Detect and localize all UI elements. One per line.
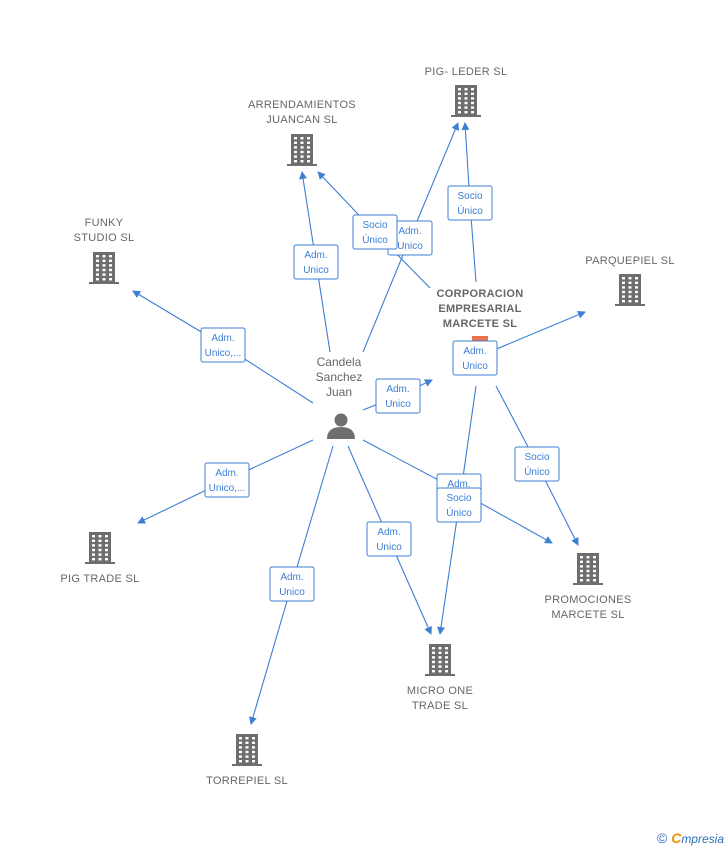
relation-box[interactable]: [514, 446, 560, 482]
relation-text: Adm.: [377, 527, 400, 538]
relation-text: Socio: [362, 220, 387, 231]
company-promociones[interactable]: PROMOCIONES MARCETE SL: [544, 553, 631, 621]
building-icon: [232, 734, 262, 766]
relation-text: Socio: [446, 493, 471, 504]
relation-box[interactable]: [352, 214, 398, 250]
relation-text: Adm.: [447, 479, 470, 490]
person-icon: [327, 413, 355, 439]
company-micro-one[interactable]: MICRO ONE TRADE SL: [407, 644, 473, 712]
relation-text: Adm.: [215, 468, 238, 479]
company-label: PIG- LEDER SL: [425, 66, 508, 78]
relation-text: Unico: [303, 265, 329, 276]
building-icon: [451, 85, 481, 117]
relation-text: Unico: [376, 542, 402, 553]
company-arrendamientos[interactable]: ARRENDAMIENTOS JUANCAN SL: [248, 99, 356, 166]
building-icon: [425, 644, 455, 676]
relation-box[interactable]: [269, 566, 315, 602]
relation-box[interactable]: [200, 327, 246, 363]
relation-box[interactable]: [436, 487, 482, 523]
footer-brand[interactable]: ©Cmpresia: [657, 830, 724, 846]
relation-text: Único: [446, 506, 472, 519]
company-label: MARCETE SL: [551, 609, 624, 621]
company-label: JUANCAN SL: [266, 114, 337, 126]
company-label: PROMOCIONES: [544, 594, 631, 606]
relation-text: Socio: [524, 452, 549, 463]
relation-box[interactable]: [293, 244, 339, 280]
company-pig-trade[interactable]: PIG TRADE SL: [60, 532, 139, 585]
company-label: MICRO ONE: [407, 685, 473, 697]
rel-corp-parquepiel-label[interactable]: Adm. Unico: [452, 340, 498, 376]
brand-initial: C: [671, 830, 682, 846]
company-parquepiel[interactable]: PARQUEPIEL SL: [585, 255, 675, 306]
rel-person-microone-label[interactable]: Adm. Unico: [366, 521, 412, 557]
rel-person-torrepiel-label[interactable]: Adm. Unico: [269, 566, 315, 602]
company-funky[interactable]: FUNKY STUDIO SL: [74, 217, 135, 284]
brand-name: mpresia: [681, 832, 724, 846]
relation-text: Unico: [462, 361, 488, 372]
copyright-icon: ©: [656, 830, 668, 846]
relation-text: Adm.: [398, 226, 421, 237]
building-icon: [287, 134, 317, 166]
rel-person-arrendamientos-label[interactable]: Adm. Unico: [293, 244, 339, 280]
relation-text: Único: [457, 204, 483, 217]
company-torrepiel[interactable]: TORREPIEL SL: [206, 734, 288, 787]
rel-person-corp-label[interactable]: Adm. Unico: [375, 378, 421, 414]
company-label: PARQUEPIEL SL: [585, 255, 675, 267]
person-name: Juan: [326, 385, 352, 399]
building-icon: [85, 532, 115, 564]
relation-text: Socio: [457, 191, 482, 202]
person-name: Candela: [317, 355, 362, 369]
building-icon: [615, 274, 645, 306]
rel-person-funky-label[interactable]: Adm. Unico,...: [200, 327, 246, 363]
company-label: MARCETE SL: [443, 318, 518, 330]
relation-text: Único: [524, 465, 550, 478]
company-label: EMPRESARIAL: [438, 303, 521, 315]
relation-text: Adm.: [463, 346, 486, 357]
relation-text: Unico: [385, 399, 411, 410]
building-icon: [573, 553, 603, 585]
relation-text: Único: [362, 233, 388, 246]
relation-text: Unico: [279, 587, 305, 598]
relation-box[interactable]: [366, 521, 412, 557]
relation-text: Unico: [397, 241, 423, 252]
relation-box[interactable]: [452, 340, 498, 376]
company-label: STUDIO SL: [74, 232, 135, 244]
company-label: TORREPIEL SL: [206, 775, 288, 787]
relation-text: Unico,...: [209, 483, 246, 494]
rel-person-pigtrade-label[interactable]: Adm. Unico,...: [204, 462, 250, 498]
relation-text: Adm.: [386, 384, 409, 395]
relation-text: Adm.: [280, 572, 303, 583]
company-label: TRADE SL: [412, 700, 468, 712]
company-pig-leder[interactable]: PIG- LEDER SL: [425, 66, 508, 117]
relation-box[interactable]: [447, 185, 493, 221]
relation-box[interactable]: [204, 462, 250, 498]
person-name: Sanchez: [316, 370, 363, 384]
company-label: ARRENDAMIENTOS: [248, 99, 356, 111]
relation-text: Adm.: [211, 333, 234, 344]
company-label: FUNKY: [85, 217, 124, 229]
building-icon: [89, 252, 119, 284]
relation-box[interactable]: [375, 378, 421, 414]
company-label: CORPORACION: [436, 288, 523, 300]
company-label: PIG TRADE SL: [60, 573, 139, 585]
relation-text: Adm.: [304, 250, 327, 261]
relation-text: Unico,...: [205, 348, 242, 359]
